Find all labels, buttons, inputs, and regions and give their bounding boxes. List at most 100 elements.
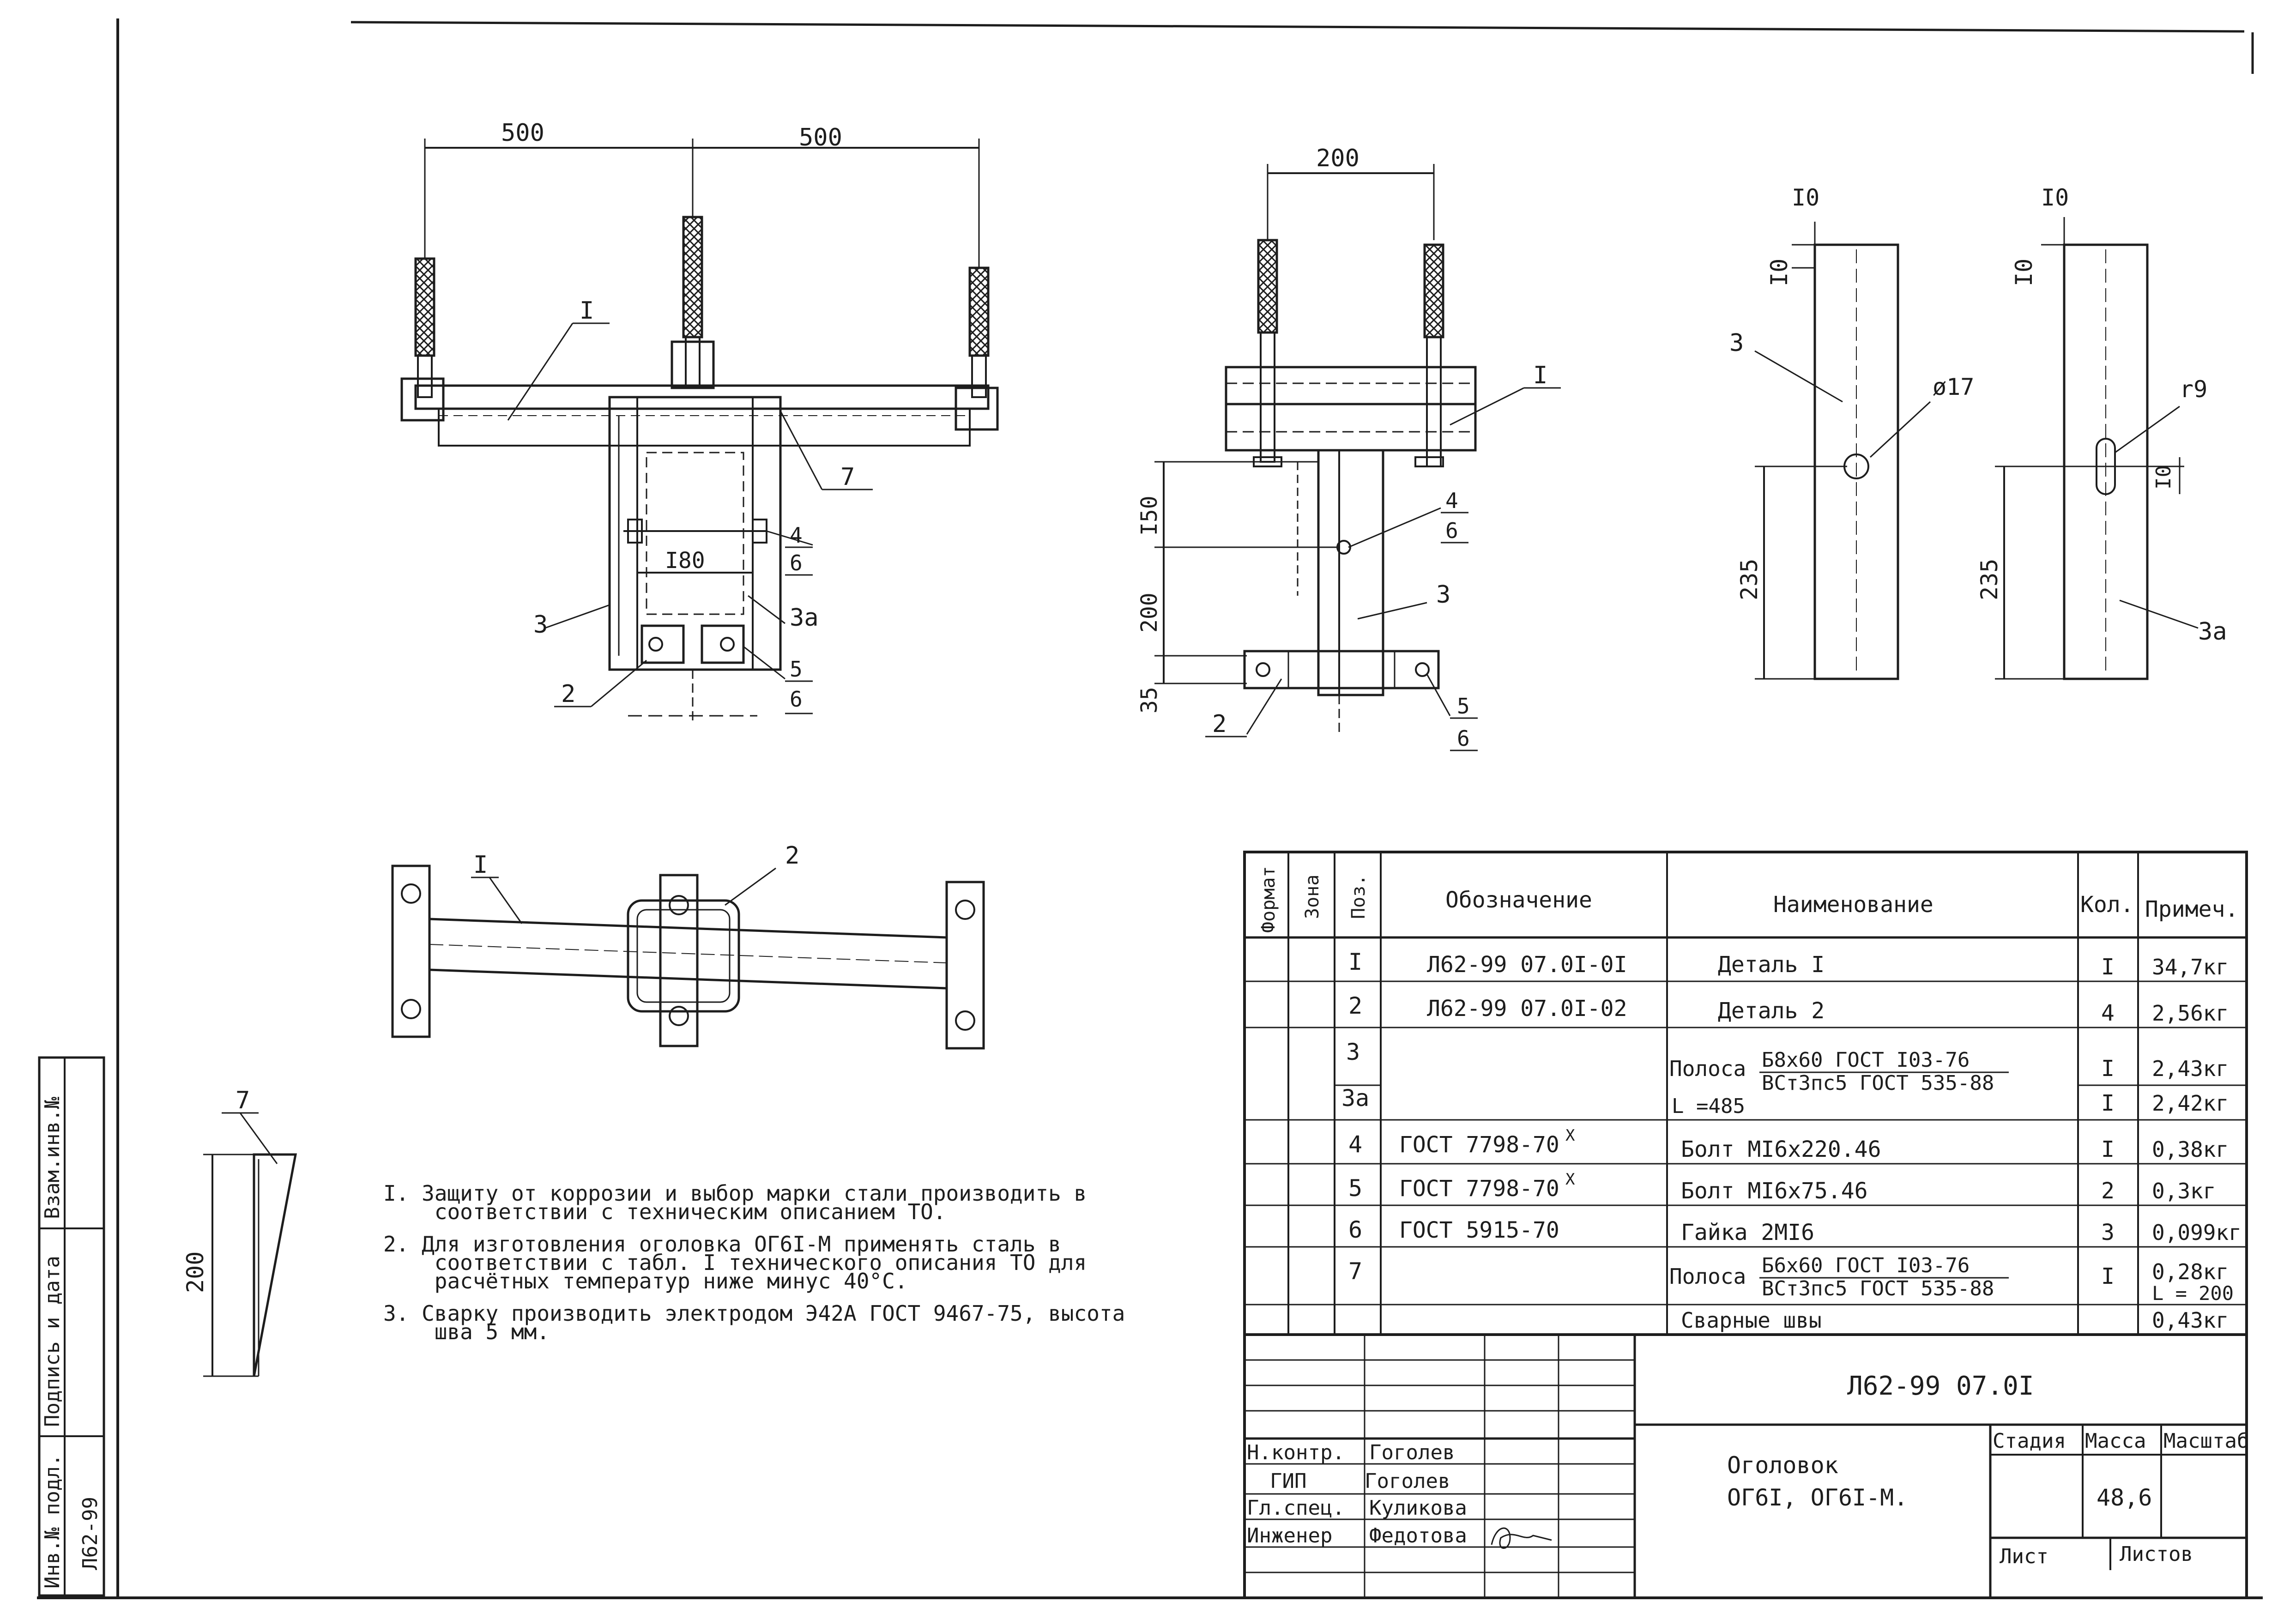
part-7: 200 7	[182, 1087, 297, 1377]
row2-note: 2,56кг	[2152, 1001, 2229, 1026]
plan-view: I 2	[391, 842, 985, 1050]
callout-front-I: I	[580, 297, 594, 325]
row6-note: 0,099кг	[2152, 1220, 2242, 1245]
callout-front-6b: 6	[790, 687, 803, 712]
note-line-2: соответствии с техническим описанием ТО.	[383, 1199, 946, 1224]
row7-fraction-top: Б6х60 ГОСТ I03-76	[1762, 1254, 1970, 1277]
row2-designation: Л62-99 07.0I-02	[1427, 996, 1627, 1022]
row3-length: L =485	[1672, 1094, 1745, 1118]
dim-slot-9: r9	[2180, 376, 2207, 403]
header-designation: Обозначение	[1445, 887, 1592, 913]
col-stage: Стадия	[1993, 1429, 2066, 1453]
row3-fraction-top: Б8х60 ГОСТ I03-76	[1762, 1048, 1970, 1072]
note-line-4: соответствии с табл. I технического опис…	[383, 1250, 1087, 1275]
row2-pos: 2	[1348, 992, 1362, 1019]
dim-I0-top-3: I0	[1792, 184, 1819, 211]
dim-500-right: 500	[799, 124, 842, 151]
callout-part-7: 7	[236, 1087, 250, 1114]
row4-pos: 4	[1348, 1131, 1362, 1158]
dim-I0-left-3a: I0	[2011, 259, 2037, 286]
row5-sup: X	[1565, 1170, 1575, 1189]
callout-front-5: 5	[790, 657, 803, 682]
side-label-inv: Инв.№ подл.	[41, 1454, 64, 1589]
sheets-label: Листов	[2120, 1542, 2193, 1566]
note-line-6: 3. Сварку производить электродом Э42А ГО…	[383, 1301, 1125, 1326]
callout-detail-3: 3	[1729, 329, 1744, 357]
product-name-1: Оголовок	[1727, 1452, 1838, 1479]
row5-pos: 5	[1348, 1175, 1362, 1202]
callout-side-4: 4	[1445, 488, 1458, 513]
row3-name: Полоса	[1669, 1056, 1746, 1081]
spec-table: Формат Зона Поз. Обозначение Наименовани…	[1243, 851, 2248, 1336]
row5-note: 0,3кг	[2152, 1179, 2216, 1203]
header-qty: Кол.	[2080, 892, 2134, 918]
note-line-7: шва 5 мм.	[383, 1319, 550, 1344]
side-view: 200 I50 200 35 I	[1136, 145, 1561, 751]
dim-I50: I50	[1136, 496, 1162, 536]
side-label-sign: Подпись и дата	[41, 1256, 64, 1427]
row5-designation: ГОСТ 7798-70	[1399, 1176, 1559, 1202]
row3-pos: 3	[1346, 1039, 1360, 1065]
row6-qty: 3	[2101, 1220, 2115, 1245]
row3-fraction-bottom: ВСт3пс5 ГОСТ 535-88	[1762, 1071, 1994, 1095]
side-label-replace: Взам.инв.№	[41, 1097, 64, 1219]
note-line-1: I. Защиту от коррозии и выбор марки стал…	[383, 1181, 1087, 1206]
callout-side-3: 3	[1436, 581, 1450, 609]
header-name: Наименование	[1773, 892, 1933, 918]
callout-front-7: 7	[840, 463, 855, 491]
row6-pos: 6	[1348, 1216, 1362, 1243]
role-4: Инженер	[1247, 1524, 1332, 1547]
dim-slot-I0: I0	[2152, 465, 2175, 490]
row7-length: L = 200	[2152, 1282, 2234, 1305]
dim-I80: I80	[665, 548, 705, 574]
row4-name: Болт МI6х220.46	[1681, 1136, 1881, 1162]
callout-front-6a: 6	[790, 550, 803, 575]
dim-I0-left-3: I0	[1766, 259, 1793, 286]
role-3: Гл.спец.	[1247, 1496, 1345, 1520]
detail-3: I0 I0 235 ø17 3	[1729, 184, 1974, 680]
dim-200-top: 200	[1316, 145, 1359, 172]
row6-name: Гайка 2МI6	[1681, 1220, 1814, 1245]
role-1: Н.контр.	[1247, 1441, 1345, 1464]
header-format: Формат	[1258, 866, 1279, 933]
header-pos: Поз.	[1348, 875, 1369, 919]
mass-value: 48,6	[2097, 1484, 2152, 1511]
title-block: Л62-99 07.0I Оголовок ОГ6I, ОГ6I-М. Стад…	[1243, 1333, 2249, 1599]
dim-hole-17: ø17	[1933, 374, 1974, 400]
name-1: Гоголев	[1369, 1441, 1455, 1464]
row1-designation: Л62-99 07.0I-0I	[1427, 952, 1627, 978]
row3a-pos: 3а	[1341, 1085, 1369, 1112]
col-mass: Масса	[2085, 1429, 2146, 1453]
row7-qty: I	[2101, 1263, 2115, 1289]
row7-pos: 7	[1348, 1258, 1362, 1285]
callout-side-6a: 6	[1445, 518, 1458, 543]
row4-note: 0,38кг	[2152, 1137, 2229, 1162]
callout-front-2: 2	[561, 680, 575, 708]
dim-35: 35	[1136, 687, 1162, 713]
callout-side-2: 2	[1212, 710, 1227, 738]
row7-fraction-bottom: ВСт3пс5 ГОСТ 535-88	[1762, 1277, 1994, 1300]
side-value-inv: Л62-99	[79, 1497, 102, 1570]
col-scale: Масштаб	[2163, 1429, 2249, 1453]
row2-qty: 4	[2101, 1000, 2115, 1026]
row7-name: Полоса	[1669, 1264, 1746, 1289]
note-line-5: расчётных температур ниже минус 40°С.	[383, 1269, 907, 1294]
row5-name: Болт МI6х75.46	[1681, 1178, 1868, 1204]
note-line-3: 2. Для изготовления оголовка ОГ6I-М прим…	[383, 1232, 1061, 1257]
detail-3a: I0 I0 235 r9 I0 3a	[1976, 184, 2227, 680]
header-note: Примеч.	[2145, 896, 2238, 922]
row4-sup: X	[1565, 1126, 1575, 1145]
dim-200-side: 200	[1136, 592, 1162, 633]
role-2: ГИП	[1270, 1469, 1306, 1493]
callout-plan-I: I	[473, 851, 488, 879]
header-zone: Зона	[1302, 875, 1323, 919]
doc-number: Л62-99 07.0I	[1847, 1371, 2034, 1401]
row7-note: 0,28кг	[2152, 1259, 2229, 1284]
sheet-border	[37, 18, 2263, 1599]
dim-235-3a: 235	[1976, 559, 2003, 600]
callout-front-3a: 3a	[790, 604, 819, 632]
row1-qty: I	[2101, 954, 2115, 980]
callout-side-6b: 6	[1457, 726, 1470, 751]
callout-front-3: 3	[533, 611, 548, 639]
